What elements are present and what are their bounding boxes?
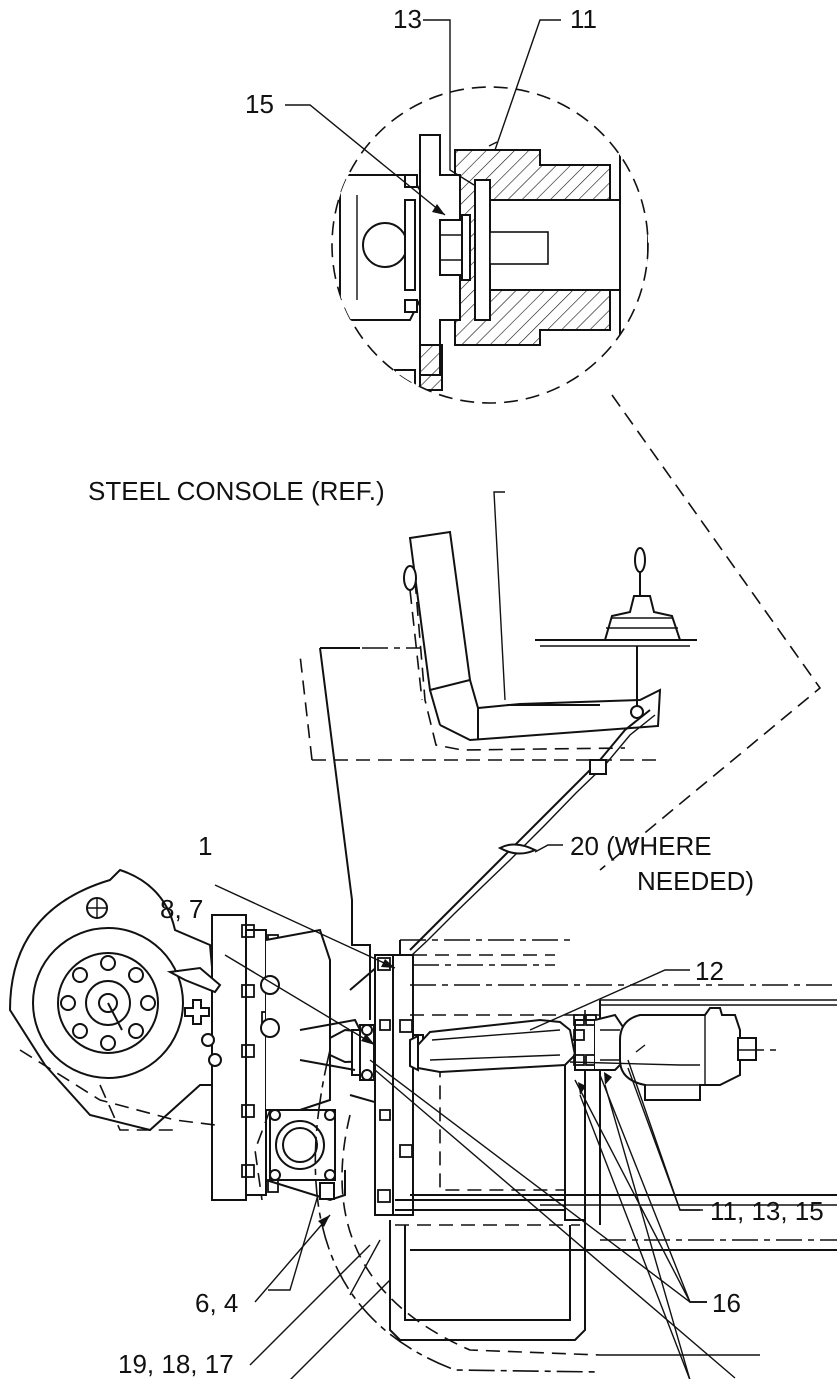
lower-leaders [214,491,736,1379]
pump-housing [619,1007,741,1101]
control-cable [409,709,651,951]
leader-19-18-17 [249,1244,371,1366]
leader-16a [574,1079,707,1303]
callout-20: 20 (WHERE [570,831,712,861]
cable-clamp [497,843,538,855]
callout-20-note: NEEDED) [637,866,754,896]
washer [461,214,471,281]
joystick [603,547,682,719]
callout-6-4: 6, 4 [195,1288,238,1318]
callout-11: 11 [570,4,597,34]
detail-leaders [285,19,561,216]
leader-12 [529,969,690,1031]
detail-link [599,394,822,871]
shaft [489,231,549,265]
auxiliary-pump [600,999,837,1101]
callout-1: 1 [198,831,212,861]
leader-6-4 [268,1194,319,1291]
callout-11-13-15: 11, 13, 15 [710,1196,824,1226]
callout-13: 13 [393,4,422,34]
callout-16: 16 [712,1288,741,1318]
cross-member [389,1220,586,1341]
callout-15: 15 [245,89,274,119]
pump-assembly [8,868,346,1202]
callout-19-18-17: 19, 18, 17 [118,1349,234,1379]
detail-view [331,86,649,404]
frame-rail [374,954,394,1216]
frame-outline [299,647,660,1020]
callout-12: 12 [695,956,724,986]
callout-8-7: 8, 7 [160,894,203,924]
pump-port [362,222,408,268]
console-assembly [403,530,697,956]
shaft-tube [417,1018,577,1074]
bolt-head [439,219,463,276]
leader-16c [369,1059,707,1303]
drive-shaft [409,1013,626,1074]
leader-11-13-15 [627,1059,700,1211]
callout-steel-console: STEEL CONSOLE (REF.) [88,476,385,506]
